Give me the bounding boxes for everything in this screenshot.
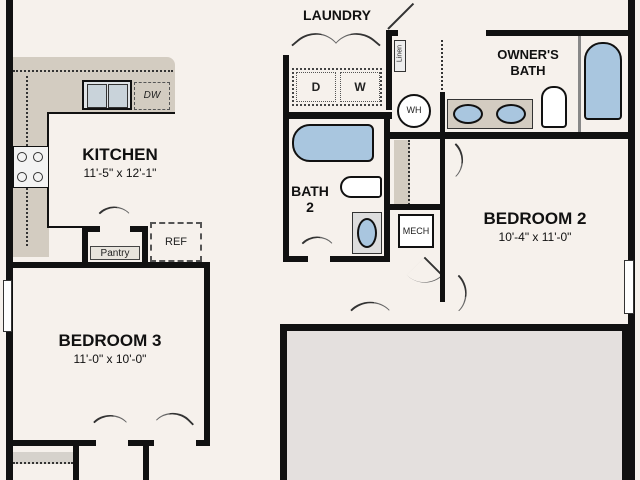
- linen-label: Linen: [396, 44, 404, 63]
- pantry-wall-right: [142, 226, 148, 266]
- burner-2: [33, 152, 43, 162]
- bedroom3-window: [3, 280, 12, 332]
- right-exterior-wall: [628, 0, 635, 480]
- garage-left-wall: [280, 324, 287, 480]
- bedroom3-label: BEDROOM 3: [58, 331, 162, 350]
- bath2-bottom-wall-right: [330, 256, 390, 262]
- left-exterior-wall: [6, 0, 13, 480]
- upper-cabinets-top: [13, 70, 173, 74]
- bedroom3-bottom-wall-right: [196, 440, 210, 446]
- dryer-label: D: [311, 80, 321, 94]
- kitchen-dims: 11'-5" x 12'-1": [83, 166, 157, 180]
- owners-bath-label-line1: OWNER'S: [497, 47, 559, 62]
- mech-top-wall: [388, 204, 444, 210]
- bedroom2-window: [624, 260, 634, 314]
- mech-door[interactable]: [406, 256, 444, 294]
- owners-bath-tub-wall: [578, 36, 581, 132]
- mech-unit: [398, 214, 434, 248]
- closet-divider-1: [73, 440, 79, 480]
- pantry-wall-top-r: [130, 226, 148, 232]
- dishwasher-label: DW: [143, 90, 161, 101]
- bedroom3-right-wall: [204, 262, 210, 446]
- laundry-door-right[interactable]: [335, 21, 381, 67]
- bedroom3-bottom-wall-left: [6, 440, 96, 446]
- bath2-label-line2: 2: [306, 199, 314, 215]
- garage-top-wall: [280, 324, 635, 331]
- mech-label: MECH: [402, 226, 430, 236]
- burner-4: [33, 172, 43, 182]
- bedroom2-dims: 10'-4" x 11'-0": [498, 230, 572, 244]
- bath2-label-line1: BATH: [291, 183, 329, 199]
- laundry-bottom-wall: [283, 112, 392, 119]
- owners-bath-dotted-divider: [441, 40, 445, 90]
- washer-label: W: [354, 80, 366, 94]
- pantry-label: Pantry: [100, 248, 130, 259]
- laundry-shelf-area: [292, 68, 382, 106]
- owners-bath-bottom-wall: [386, 132, 634, 139]
- garage-floor: [287, 331, 622, 480]
- kitchen-label: KITCHEN: [82, 145, 158, 164]
- bath2-right-wall: [384, 112, 390, 262]
- dryer: [296, 72, 336, 102]
- pantry-door[interactable]: [98, 197, 130, 229]
- kitchen-bedroom3-wall: [6, 262, 210, 268]
- pantry-wall-top-l: [82, 226, 100, 232]
- wh-divider-wall: [440, 92, 445, 222]
- bedroom2-label: BEDROOM 2: [483, 209, 587, 228]
- bath2-door[interactable]: [301, 227, 333, 259]
- kitchen-counter-edge-bottom: [47, 226, 83, 228]
- pantry-shelf: [90, 246, 140, 260]
- bedroom3-closet-door-left[interactable]: [93, 405, 127, 439]
- refrigerator: [150, 222, 202, 262]
- bedroom2-door[interactable]: [440, 274, 478, 312]
- bath2-sink: [357, 218, 377, 248]
- vanity-sink-left: [453, 104, 483, 124]
- closet-shelf: [13, 452, 73, 464]
- owners-bathtub: [584, 42, 622, 120]
- burner-3: [17, 172, 27, 182]
- pantry-wall-left: [82, 226, 88, 266]
- owners-bath-top-wall: [386, 30, 398, 36]
- washer: [340, 72, 380, 102]
- laundry-right-wall: [386, 30, 392, 110]
- dishwasher: [134, 82, 170, 110]
- kitchen-counter-edge-h: [47, 112, 175, 114]
- bath2-tub: [292, 124, 374, 162]
- owners-bath-toilet: [541, 86, 567, 128]
- bedroom3-dims: 11'-0" x 10'-0": [73, 352, 147, 366]
- owners-bath-top-wall-right: [486, 30, 634, 36]
- bath2-bottom-wall: [283, 256, 308, 262]
- burner-1: [17, 152, 27, 162]
- closet-divider-2: [143, 440, 149, 480]
- water-heater-label: WH: [406, 105, 422, 115]
- owners-bath-label-line2: BATH: [510, 63, 546, 78]
- sink-basin-right: [108, 84, 128, 108]
- bath2-toilet: [340, 176, 382, 198]
- laundry-left-wall: [283, 55, 289, 260]
- refrigerator-label: REF: [165, 236, 187, 248]
- garage-right-wall: [622, 324, 635, 480]
- bedroom3-bottom-wall-mid: [128, 440, 154, 446]
- sink-basin-left: [87, 84, 107, 108]
- hall-linen-shelf: [394, 140, 410, 205]
- vanity-sink-right: [496, 104, 526, 124]
- linen-closet: [394, 40, 406, 72]
- water-heater: [397, 94, 431, 128]
- bedroom3-door[interactable]: [155, 402, 195, 442]
- laundry-door-left[interactable]: [291, 21, 337, 67]
- laundry-label: LAUNDRY: [303, 7, 371, 23]
- bedroom2-left-wall: [440, 222, 445, 302]
